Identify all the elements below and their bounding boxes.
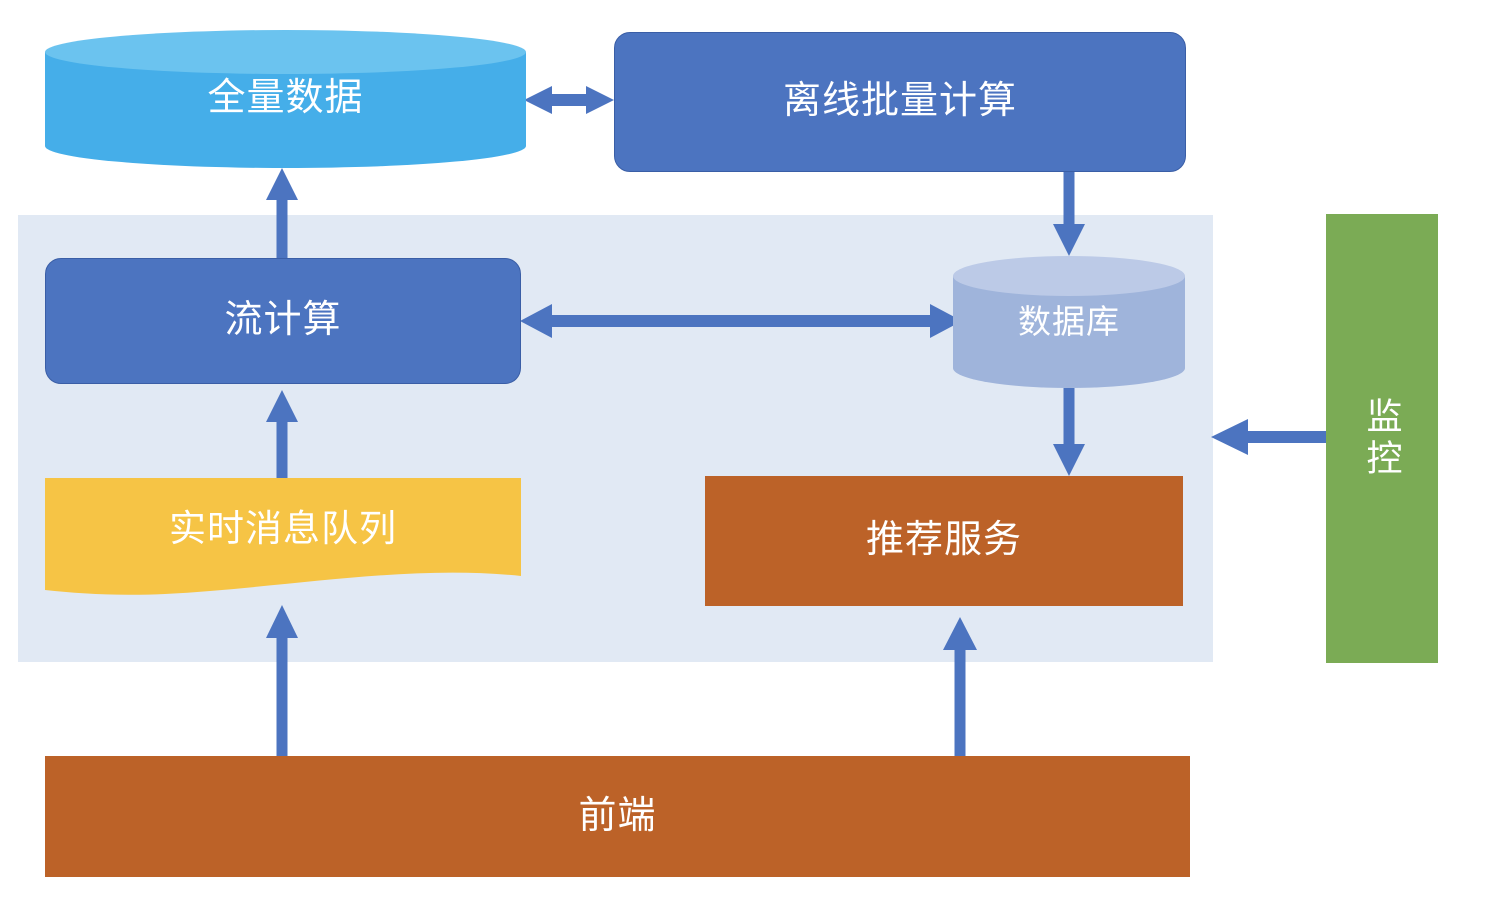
edge-frontend-messagequeue <box>266 605 298 756</box>
node-full-data[interactable]: 全量数据 <box>45 30 526 168</box>
node-offline-batch[interactable]: 离线批量计算 <box>614 32 1186 172</box>
node-frontend-label: 前端 <box>578 794 657 837</box>
edge-monitoring-region <box>1211 419 1326 455</box>
node-stream-compute-label: 流计算 <box>224 299 342 342</box>
edge-fulldata-offlinebatch <box>524 86 614 114</box>
node-frontend[interactable]: 前端 <box>45 756 1190 877</box>
node-recommend-service-label: 推荐服务 <box>865 519 1022 562</box>
edge-database-recommendservice <box>1053 388 1085 476</box>
edge-streamcompute-database <box>520 304 962 338</box>
edge-offlinebatch-database <box>1053 172 1085 256</box>
node-message-queue[interactable]: 实时消息队列 <box>45 478 521 596</box>
node-recommend-service[interactable]: 推荐服务 <box>705 476 1183 606</box>
edge-frontend-recommendservice <box>943 617 977 756</box>
node-monitoring[interactable]: 监控 <box>1326 214 1438 663</box>
node-stream-compute[interactable]: 流计算 <box>45 258 521 384</box>
edge-streamcompute-fulldata <box>266 168 298 258</box>
node-monitoring-label: 监控 <box>1361 396 1403 481</box>
node-offline-batch-label: 离线批量计算 <box>782 80 1017 123</box>
node-database[interactable]: 数据库 <box>953 256 1185 388</box>
edge-messagequeue-streamcompute <box>266 390 298 478</box>
